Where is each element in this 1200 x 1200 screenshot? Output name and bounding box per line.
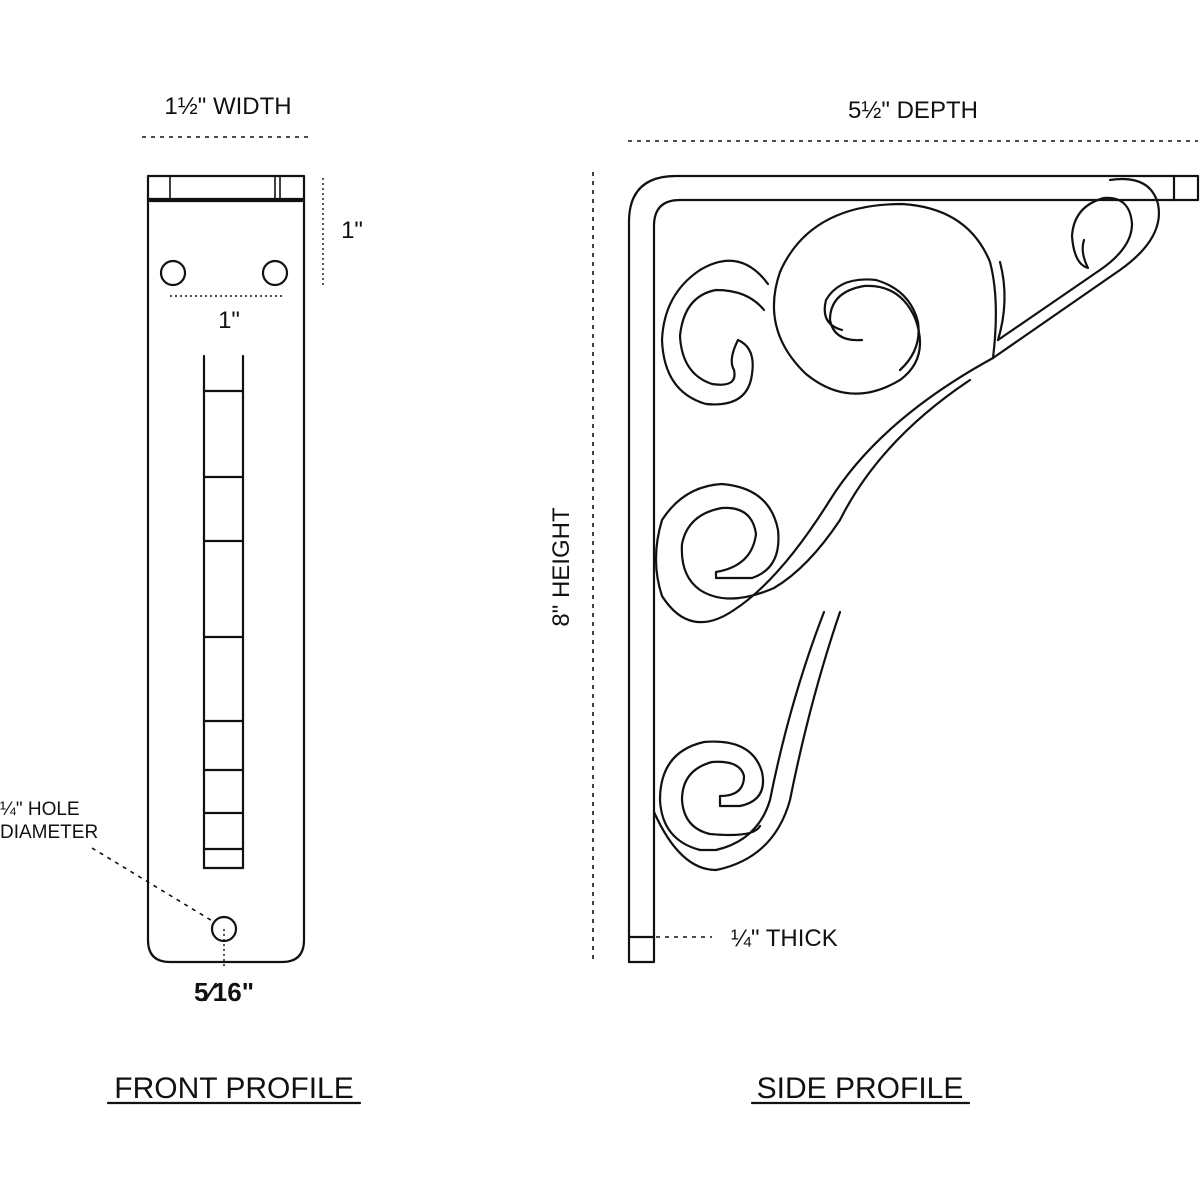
front-top-left-hole (159, 259, 187, 287)
front-bracket-outline (146, 174, 306, 964)
side-lower-strut (698, 610, 826, 852)
side-thick-label: ¼" THICK (731, 925, 838, 952)
side-top-left-scroll (660, 259, 770, 406)
side-top-center-scroll-core (823, 278, 920, 372)
front-profile-drawing: 1½" WIDTH 1" 1" (0, 93, 363, 1105)
side-bracket-frame-outer (627, 174, 1200, 964)
front-profile-title: FRONT PROFILE (114, 1072, 353, 1105)
front-hole-label-line1: ¼" HOLE (0, 799, 80, 820)
front-bottom-label: 5⁄16" (194, 977, 254, 1007)
side-lower-strut-outer (714, 610, 842, 872)
side-diagonal-strut-inner (996, 196, 1134, 342)
side-diagonal-strut-outer (991, 178, 1160, 360)
side-bottom-scroll (658, 740, 765, 852)
side-top-center-scroll (772, 202, 997, 395)
side-bottom-scroll-base (652, 810, 718, 872)
front-hole-label-line2: DIAMETER (0, 822, 98, 843)
front-width-label: 1½" WIDTH (164, 93, 291, 120)
front-scroll-edge-ladder (202, 354, 245, 870)
side-top-center-scroll-inner (996, 260, 1006, 342)
side-profile-drawing: 5½" DEPTH 8" HEIGHT ¼" THICK SIDE PROFIL… (548, 97, 1200, 1105)
front-top-gap-label: 1" (341, 217, 363, 244)
front-hole-spacing-label: 1" (218, 307, 240, 334)
side-depth-label: 5½" DEPTH (848, 97, 978, 124)
front-hole-leader-line (91, 847, 215, 923)
front-top-right-hole (261, 259, 289, 287)
side-height-label: 8" HEIGHT (548, 507, 575, 627)
side-profile-title: SIDE PROFILE (757, 1072, 964, 1105)
side-main-sweep-curve (654, 356, 995, 624)
